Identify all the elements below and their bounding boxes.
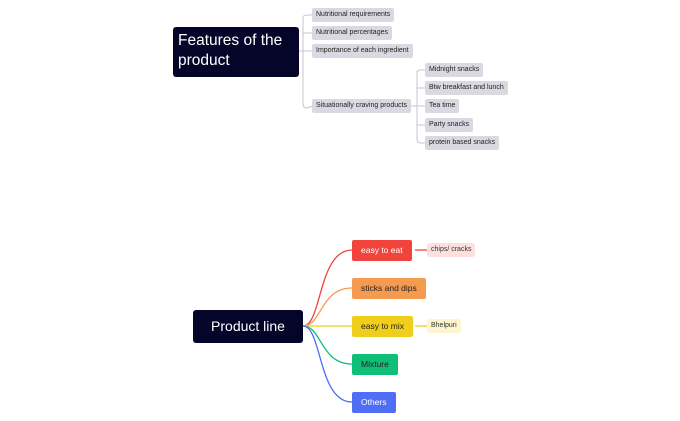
product-line-root-node[interactable]: Product line: [193, 310, 303, 343]
category-others[interactable]: Others: [352, 392, 396, 413]
connector-easy-to-eat: [302, 249, 353, 327]
chip-protein-snacks[interactable]: protein based snacks: [425, 136, 500, 150]
leaf-bhelpuri[interactable]: Bhelpuri: [427, 319, 461, 333]
connector-sticks: [302, 287, 353, 327]
chip-importance-ingredient[interactable]: Importance of each ingredient: [312, 44, 413, 58]
features-root-node[interactable]: Features of the product: [173, 27, 299, 77]
category-easy-to-mix[interactable]: easy to mix: [352, 316, 413, 337]
category-sticks-and-dips[interactable]: sticks and dips: [352, 278, 426, 299]
connector-midnight: [416, 69, 426, 74]
chip-party-snacks[interactable]: Party snacks: [425, 118, 474, 132]
connector-craving-trunk: [410, 71, 426, 144]
category-mixture[interactable]: Mixture: [352, 354, 398, 375]
chip-btw-breakfast-lunch[interactable]: Btw breakfast and lunch: [425, 81, 508, 95]
chip-tea-time[interactable]: Tea time: [425, 99, 460, 113]
chip-nutritional-requirements[interactable]: Nutritional requirements: [312, 8, 395, 22]
connector-mixture: [302, 325, 353, 365]
chip-situational-craving[interactable]: Situationally craving products: [312, 99, 412, 113]
chip-nutritional-percentages[interactable]: Nutritional percentages: [312, 26, 392, 40]
connector-requirements: [302, 14, 313, 19]
chip-midnight-snacks[interactable]: Midnight snacks: [425, 63, 484, 77]
connector-others: [302, 325, 353, 403]
leaf-chips-cracks[interactable]: chips/ cracks: [427, 243, 476, 257]
category-easy-to-eat[interactable]: easy to eat: [352, 240, 412, 261]
connector-features-trunk: [299, 18, 308, 109]
